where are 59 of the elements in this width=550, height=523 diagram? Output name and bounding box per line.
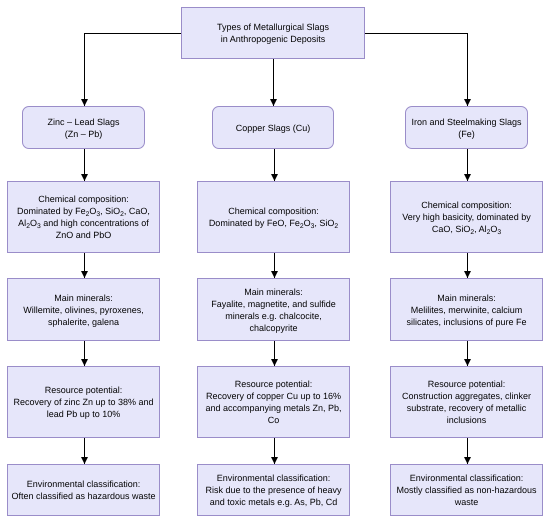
box-text: Mostly classified as non-hazardous waste xyxy=(395,484,538,508)
box-heading: Environmental classification: xyxy=(410,472,524,484)
box-text: Risk due to the presence of heavy and toxic metals e.g. As, Pb, Cd xyxy=(204,484,343,508)
box-text: Often classified as hazardous waste xyxy=(11,490,156,502)
process-box xyxy=(7,181,160,253)
box-heading: Main minerals: xyxy=(244,286,303,298)
box-text: Recovery of zinc Zn up to 38% and lead Pb up to 10% xyxy=(12,396,155,420)
box-text: Zinc – Lead Slags (Zn – Pb) xyxy=(46,116,121,140)
process-box xyxy=(390,464,543,516)
box-text: Recovery of copper Cu up to 16% and accompanying metals Zn, Pb, Co xyxy=(204,390,343,426)
arrow xyxy=(271,340,278,366)
arrow xyxy=(270,58,277,106)
arrow xyxy=(271,438,278,464)
process-box xyxy=(197,278,350,341)
box-text: Iron and Steelmaking Slags (Fe) xyxy=(410,116,523,140)
arrow xyxy=(81,33,182,106)
process-box xyxy=(390,366,543,438)
box-heading: Resource potential: xyxy=(428,378,506,390)
category-box xyxy=(212,106,334,149)
arrow xyxy=(271,148,278,182)
box-heading: Chemical composition: xyxy=(421,199,512,211)
box-text: Melilites, merwinite, calcium silicates, inclusions of pure Fe xyxy=(405,304,528,328)
box-text: Fayalite, magnetite, and sulfide minerals e.g. chalcocite, chalcopyrite xyxy=(210,298,337,334)
box-text: Copper Slags (Cu) xyxy=(236,122,310,134)
process-box xyxy=(7,366,160,438)
box-text: Dominated by FeO, Fe$_{2}$O$_{3}$, SiO$_{2}$ xyxy=(208,217,338,229)
box-heading: Resource potential: xyxy=(44,384,122,396)
process-box xyxy=(197,366,350,438)
arrow xyxy=(464,438,471,464)
box-heading: Main minerals: xyxy=(54,292,113,304)
process-box xyxy=(390,181,543,253)
arrow xyxy=(464,252,471,278)
arrow xyxy=(271,252,278,278)
box-heading: Chemical composition: xyxy=(228,205,319,217)
process-box xyxy=(390,278,543,341)
box-heading: Main minerals: xyxy=(437,292,496,304)
arrow xyxy=(81,252,88,278)
process-box xyxy=(197,464,350,516)
category-box xyxy=(405,106,528,149)
process-box xyxy=(181,7,365,59)
box-text: Types of Metallurgical Slags in Anthropogenic Deposits xyxy=(216,21,330,45)
box-text: Willemite, olivines, pyroxenes, sphalerite, galena xyxy=(22,304,145,328)
arrow xyxy=(81,340,88,366)
box-heading: Environmental classification: xyxy=(26,478,140,490)
box-heading: Chemical composition: xyxy=(38,193,129,205)
process-box xyxy=(7,464,160,516)
arrow xyxy=(81,148,88,182)
box-heading: Resource potential: xyxy=(234,378,312,390)
category-box xyxy=(22,106,145,149)
arrow xyxy=(81,438,88,464)
box-heading: Environmental classification: xyxy=(216,472,330,484)
arrow xyxy=(464,340,471,366)
box-text: Very high basicity, dominated by CaO, SiO$_{2}$, Al$_{2}$O$_{3}$ xyxy=(401,211,532,235)
process-box xyxy=(197,181,350,253)
process-box xyxy=(7,278,160,341)
arrow xyxy=(364,33,471,106)
box-text: Construction aggregates, clinker substrate, recovery of metallic inclusions xyxy=(400,390,532,426)
arrow xyxy=(464,148,471,182)
box-text: Dominated by Fe$_{2}$O$_{3}$, SiO$_{2}$, CaO, Al$_{2}$O$_{3}$ and high concentrations of ZnO and PbO xyxy=(16,205,151,241)
